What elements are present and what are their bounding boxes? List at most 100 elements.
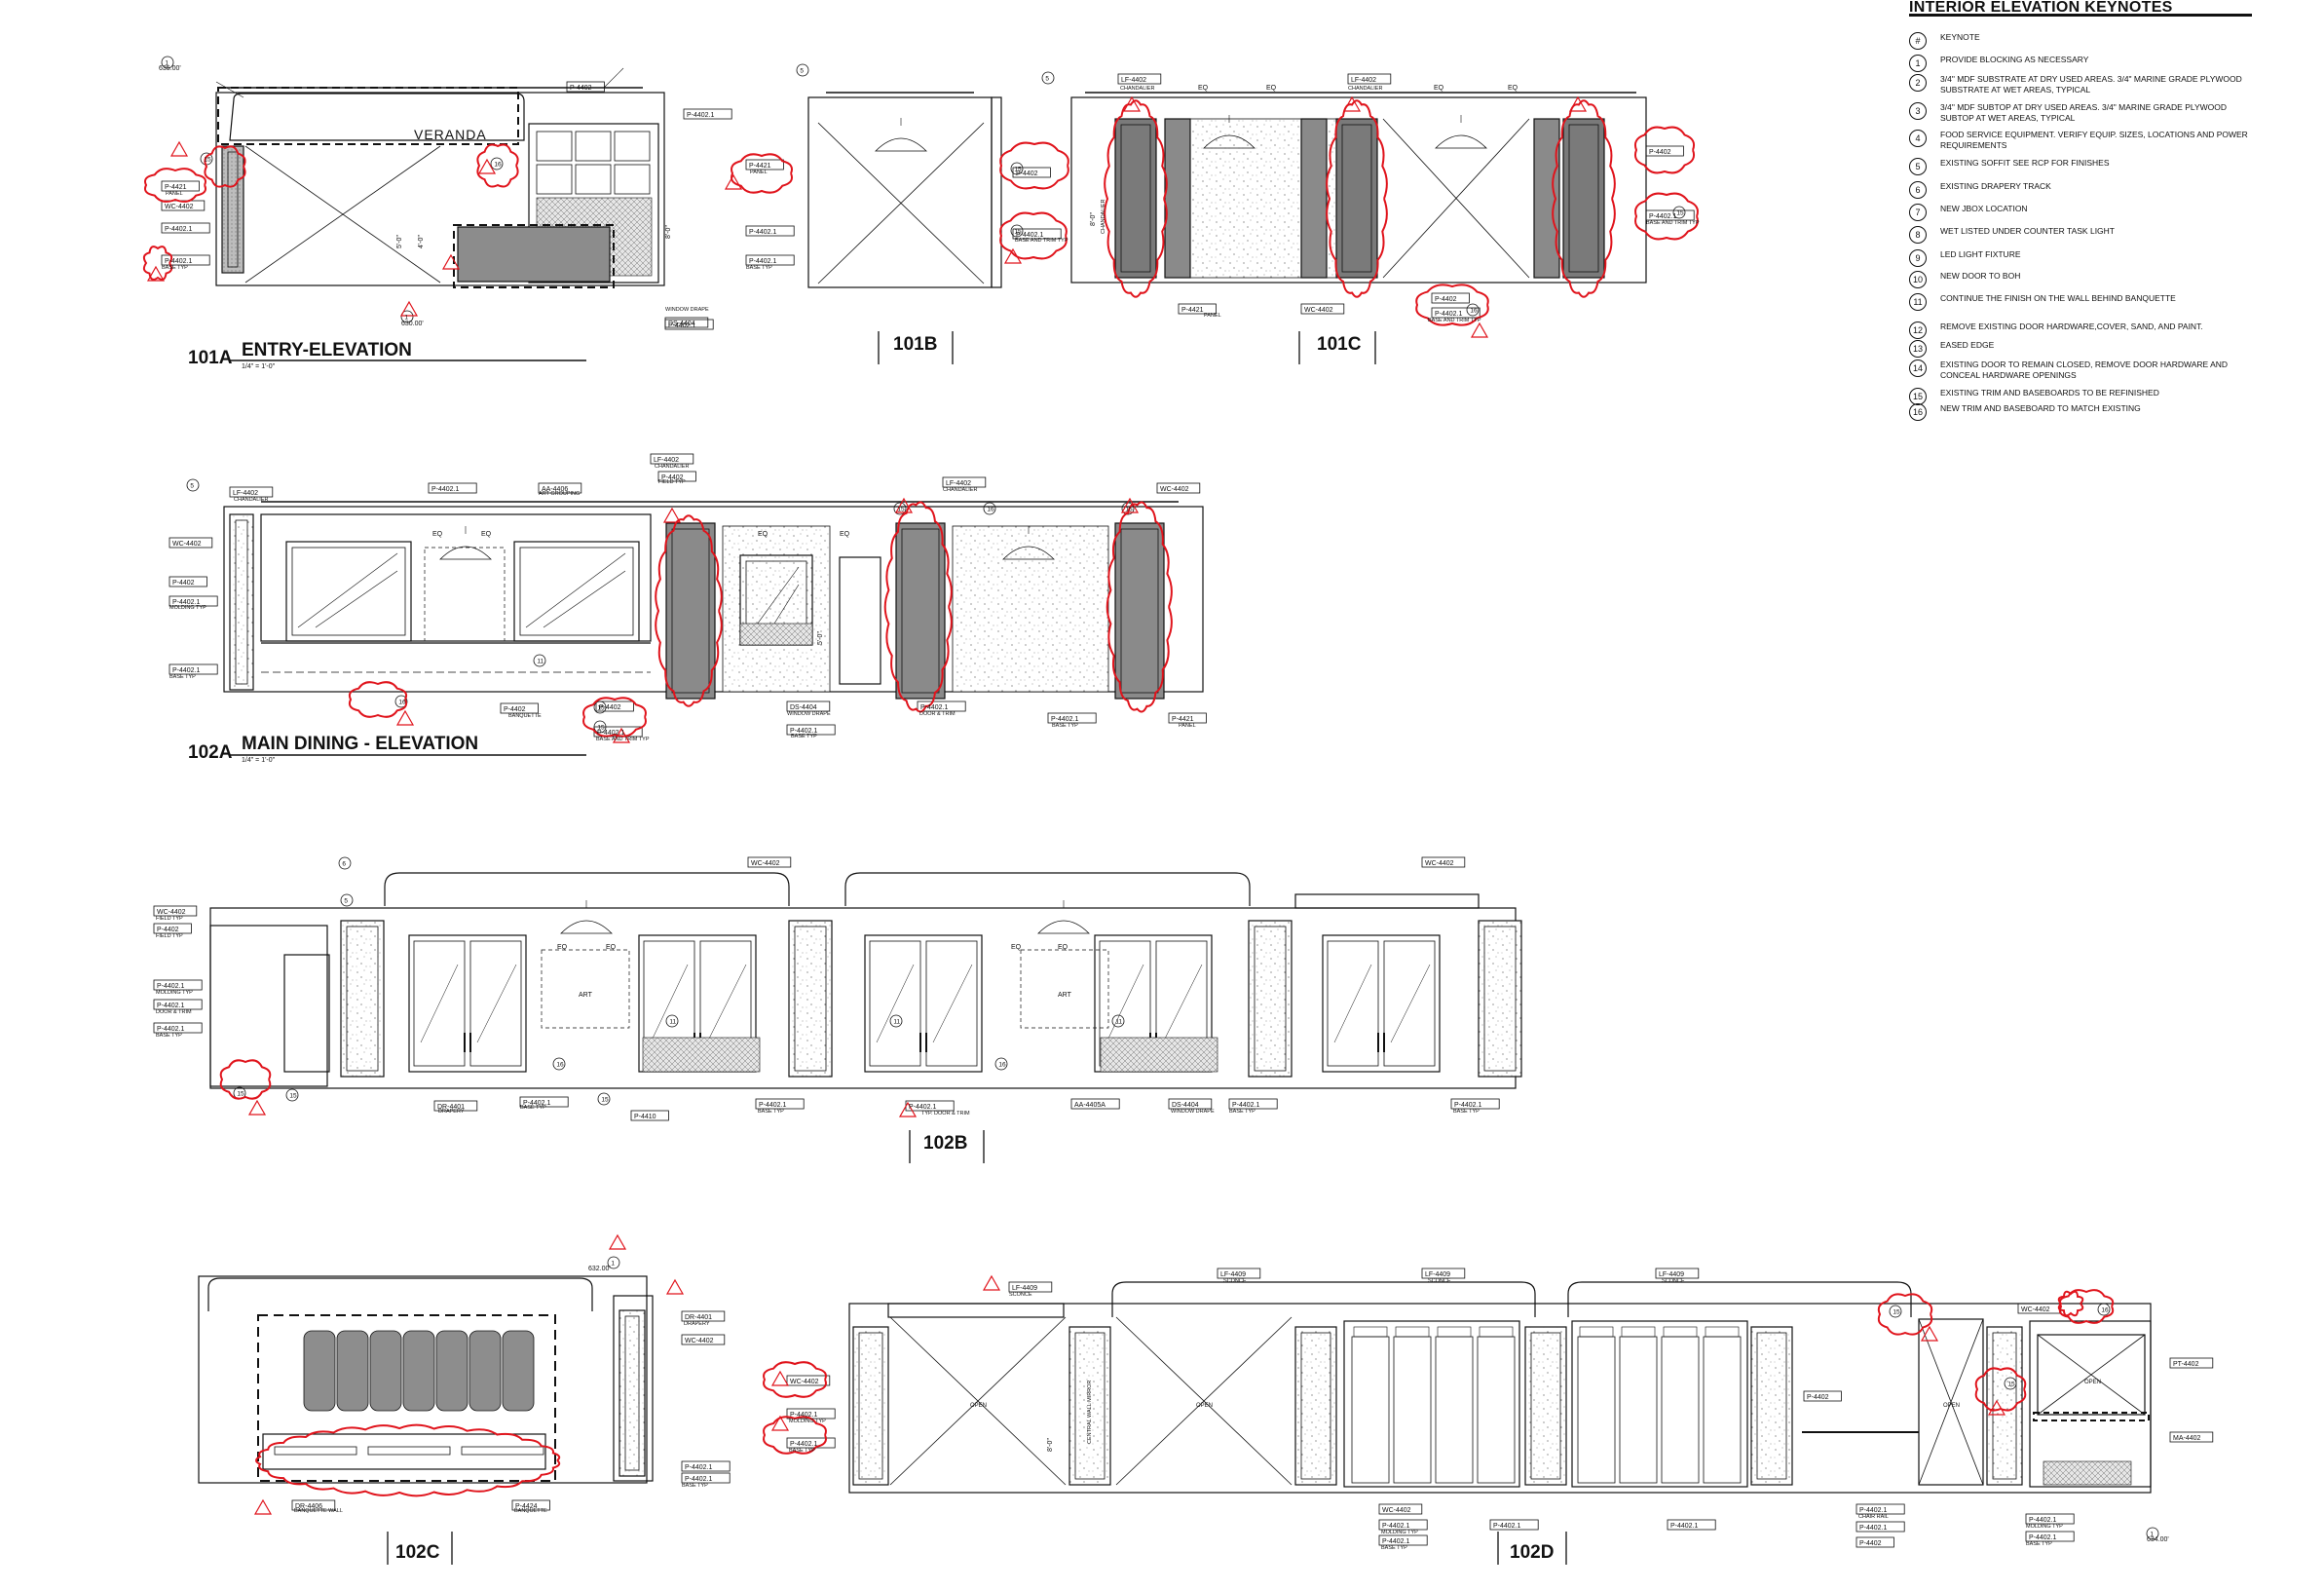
tall-panel-inner [1254, 926, 1287, 1072]
window-grid [528, 123, 659, 284]
finish-tag-box [681, 1334, 726, 1345]
finish-tag-box [1217, 1268, 1261, 1279]
revision-delta [399, 300, 419, 317]
finish-tag: WC-4402 [685, 1338, 714, 1344]
keynote-bubble [796, 63, 809, 77]
keynote-bubble [1010, 224, 1024, 238]
finish-tag-box [169, 595, 218, 607]
keynote-number: 8 [1909, 226, 1927, 244]
keynote-number: 9 [1909, 249, 1927, 267]
finish-tag: P-4402.1 [2029, 1534, 2057, 1541]
banquette-drawer [461, 1446, 544, 1456]
art-frame [1020, 949, 1109, 1029]
tag-note: DOOR & TRIM [919, 711, 956, 717]
revision-delta [1920, 1325, 1939, 1342]
revision-delta [395, 709, 415, 726]
revision-cloud [730, 153, 794, 194]
finish-tag: P-4402.1 [790, 1441, 818, 1448]
tall-panel-inner [1756, 1332, 1787, 1480]
glass-reflection [420, 964, 459, 1043]
keynote-bubble [593, 700, 607, 714]
keynote-bubble [607, 1256, 620, 1269]
revision-cloud [1104, 99, 1168, 298]
tag-note: PANEL [166, 191, 183, 197]
view-102a-id: 102A [188, 742, 233, 763]
keynote-header: #KEYNOTE [1909, 32, 2252, 50]
glass-reflection [315, 570, 398, 628]
finish-tag: P-4402 [157, 927, 179, 933]
tag-note: MOLDING TYP [2026, 1524, 2063, 1530]
tag-note: BASE TYP [682, 1483, 708, 1489]
keynote-bubble [490, 157, 504, 170]
finish-tag-box [153, 1022, 203, 1034]
revision-cloud [883, 501, 953, 713]
tag-note: CHANDALIER [655, 464, 689, 470]
elevation-marker: 630.00' [401, 321, 424, 327]
finish-tag-box [169, 537, 213, 549]
veranda-sign: VERANDA [414, 127, 487, 142]
finish-tag: P-4402.1 [920, 704, 949, 711]
tall-panel-inner [1530, 1332, 1561, 1480]
finish-tag-box [681, 1472, 731, 1484]
view-101a-title: ENTRY-ELEVATION [242, 340, 412, 360]
keynote-header-symbol: # [1909, 32, 1927, 50]
revision-cloud [999, 141, 1069, 190]
mesh-screen [739, 623, 813, 646]
finish-tag: P-4402.1 [749, 258, 777, 265]
tag-note: WINDOW DRAPE [1171, 1109, 1215, 1115]
dimension-note: CHANDALIER [1101, 200, 1106, 234]
tall-panel-inner [901, 528, 940, 694]
tag-note: CHAIR RAIL [1858, 1514, 1889, 1520]
grey-strip [1164, 118, 1191, 279]
revision-delta [1122, 95, 1142, 112]
host-stand [457, 226, 611, 283]
eq-dim: EQ [557, 944, 568, 951]
keynote-bubble [1010, 162, 1024, 175]
keynote-bubble [552, 1057, 566, 1071]
door-leaf [1383, 940, 1436, 1067]
finish-tag: P-4402.1 [909, 1104, 937, 1111]
revision-delta [770, 1415, 790, 1431]
eq-dim: EQ [1058, 944, 1068, 951]
finish-tag: LF-4402 [1121, 77, 1146, 84]
host-stand-dash [453, 224, 615, 288]
tag-note: BASE AND TRIM TYP [596, 737, 650, 742]
keynote-bubble-number: 15 [237, 1091, 244, 1098]
chandelier [439, 546, 492, 560]
finish-tag: P-4402.1 [1232, 1102, 1260, 1109]
finish-tag-box [1489, 1519, 1539, 1531]
revision-delta [1342, 95, 1362, 112]
tag-note: WINDOW DRAPE [787, 711, 831, 717]
revision-cloud [1326, 99, 1388, 298]
dimension-note: CENTRAL WALL MIRROR [1087, 1381, 1093, 1444]
transom [1705, 1326, 1740, 1338]
tall-panel-inner [794, 926, 827, 1072]
finish-tag-box [1450, 1098, 1500, 1110]
revision-cloud [255, 1423, 561, 1497]
keynote-bubble [400, 310, 414, 323]
eq-dim: EQ [606, 944, 617, 951]
tag-note: BANQUETTE WALL [294, 1508, 343, 1514]
revision-cloud [219, 1059, 272, 1100]
revision-delta [441, 253, 461, 270]
finish-tag: P-4421 [1172, 716, 1194, 723]
keynote-bubble-number: 11 [669, 1019, 676, 1026]
keynote-bubble-number: 15 [597, 705, 605, 712]
tag-note: BASE TYP [2026, 1541, 2052, 1547]
tag-note: CHANDALIER [943, 487, 977, 493]
finish-tag-box [595, 700, 634, 712]
finish-tag-box [1070, 1098, 1120, 1110]
keynote-text: REMOVE EXISTING DOOR HARDWARE,COVER, SAN… [1940, 322, 2203, 331]
finish-tag-box [161, 222, 210, 234]
finish-tag-box [681, 1460, 731, 1472]
soffit-arch [844, 872, 1251, 906]
finish-tag-box [755, 1098, 805, 1110]
finish-tag: P-4402 [570, 85, 592, 92]
keynote-number: 12 [1909, 322, 1927, 339]
finish-tag: LF-4409 [1220, 1271, 1246, 1278]
glass-reflection [706, 964, 747, 1043]
keynote-bubble [1041, 71, 1055, 85]
